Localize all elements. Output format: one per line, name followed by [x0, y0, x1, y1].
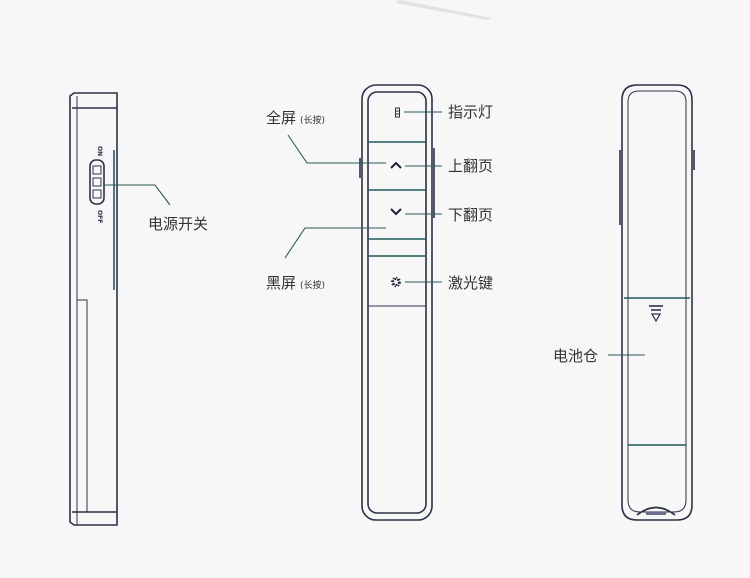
blackscreen-label: 黑屏 [266, 274, 296, 292]
indicator-light-icon [395, 107, 400, 118]
page-down-button-chevron-down-icon[interactable] [390, 208, 402, 216]
battery-open-arrow-icon [649, 305, 663, 323]
switch-off-label: OFF [96, 210, 103, 223]
indicator-label: 指示灯 [448, 103, 493, 121]
laser-label: 激光键 [448, 274, 493, 292]
power-switch[interactable] [89, 159, 105, 205]
device-front-view [284, 84, 442, 521]
page-up-button-chevron-up-icon[interactable] [390, 161, 402, 169]
switch-on-label: ON [96, 146, 103, 156]
device-side-view: ON OFF [69, 92, 171, 526]
laser-button-gear-icon[interactable] [390, 276, 402, 288]
device-back-view [608, 84, 695, 521]
blackscreen-hint: (长按) [300, 279, 325, 291]
top-shadow-decoration [220, 0, 560, 22]
battery-label: 电池仓 [553, 347, 598, 365]
page-up-label: 上翻页 [448, 157, 493, 175]
power-switch-label: 电源开关 [148, 215, 208, 233]
fullscreen-label: 全屏 [266, 109, 296, 127]
fullscreen-hint: (长按) [300, 114, 325, 126]
page-down-label: 下翻页 [448, 206, 493, 224]
